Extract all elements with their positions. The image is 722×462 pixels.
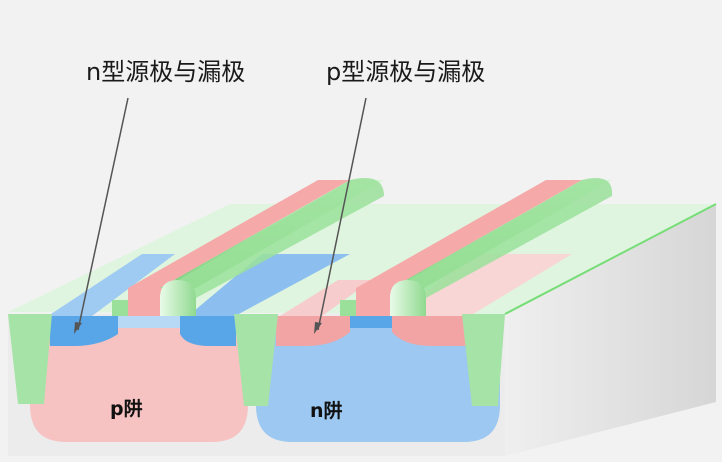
n-gate-end-cap <box>178 178 384 298</box>
p-source-drain-arrowhead <box>314 322 322 334</box>
isolation-trench-middle <box>234 314 278 406</box>
n-gate-pink-layer <box>128 180 350 288</box>
p-well <box>30 322 248 442</box>
p-well-label: p阱 <box>110 398 143 420</box>
p-gate-pink-layer <box>356 180 582 288</box>
p-source-drain-leader <box>317 97 367 331</box>
p-channel <box>350 316 392 328</box>
p-gate-pink-front <box>356 288 392 316</box>
n-gate-oxide-left <box>112 300 128 316</box>
n-well-label: n阱 <box>310 400 343 422</box>
p-source-region <box>276 316 350 346</box>
n-gate-cap <box>160 280 196 316</box>
p-drain-region <box>392 316 470 346</box>
n-diffusion-top-right <box>188 254 350 316</box>
n-source-drain-arrowhead <box>74 322 82 334</box>
n-diffusion-top-left <box>48 254 175 316</box>
n-source-region <box>50 316 118 346</box>
n-source-drain-label: n型源极与漏极 <box>86 58 246 86</box>
substrate-edge-highlight <box>504 203 717 315</box>
p-gate-end-cap <box>408 178 613 298</box>
p-gate-oxide-left <box>340 300 356 316</box>
p-source-drain-label: p型源极与漏极 <box>326 58 486 86</box>
substrate-right-side <box>505 204 716 456</box>
n-drain-region <box>180 316 236 346</box>
n-gate-pink-front <box>128 288 162 316</box>
n-channel <box>118 316 180 328</box>
p-diffusion-top-right <box>400 254 572 316</box>
isolation-trench-right <box>462 314 505 406</box>
n-well <box>256 322 500 442</box>
p-diffusion-top-left <box>280 280 372 316</box>
p-gate-cap <box>390 280 426 316</box>
n-source-drain-leader <box>77 97 129 331</box>
isolation-trench-left <box>8 314 52 404</box>
